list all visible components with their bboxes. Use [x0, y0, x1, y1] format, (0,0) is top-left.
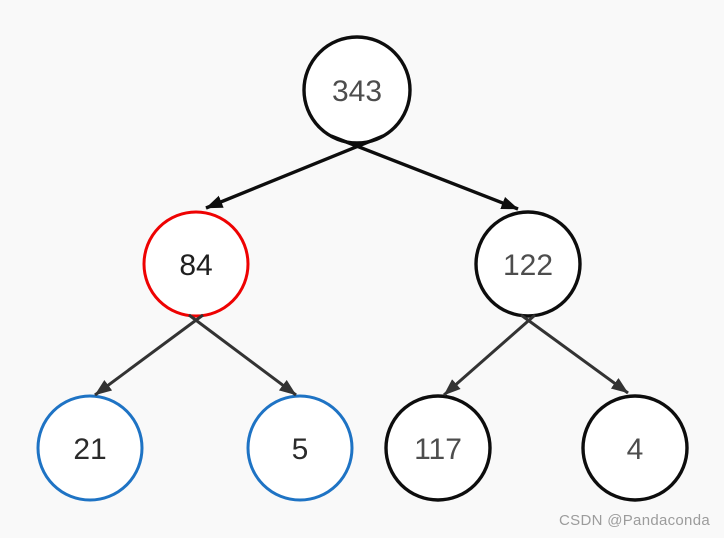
node-circle [36, 394, 144, 502]
tree-node-84: 84 [142, 210, 250, 318]
tree-node-343: 343 [302, 35, 412, 145]
node-value: 122 [503, 249, 553, 282]
watermark: CSDN @Pandaconda [559, 512, 710, 529]
tree-node-4: 4 [581, 394, 689, 502]
node-circle [384, 394, 492, 502]
node-circle [474, 210, 582, 318]
tree-node-117: 117 [384, 394, 492, 502]
node-value: 21 [73, 433, 106, 466]
edge-343-122 [330, 134, 519, 211]
node-value: 4 [627, 433, 644, 466]
node-circle [246, 394, 354, 502]
node-value: 343 [332, 75, 382, 108]
tree-node-21: 21 [36, 394, 144, 502]
edge-84-21 [94, 313, 204, 397]
node-value: 84 [179, 249, 212, 282]
node-value: 117 [414, 433, 462, 466]
edge-343-84 [205, 134, 384, 210]
tree-node-5: 5 [246, 394, 354, 502]
edge-84-5 [188, 313, 297, 397]
node-value: 5 [292, 433, 309, 466]
node-circle [302, 35, 412, 145]
node-circle [142, 210, 250, 318]
tree-node-122: 122 [474, 210, 582, 318]
edge-122-117 [443, 313, 536, 397]
node-circle [581, 394, 689, 502]
edge-122-4 [520, 313, 629, 395]
